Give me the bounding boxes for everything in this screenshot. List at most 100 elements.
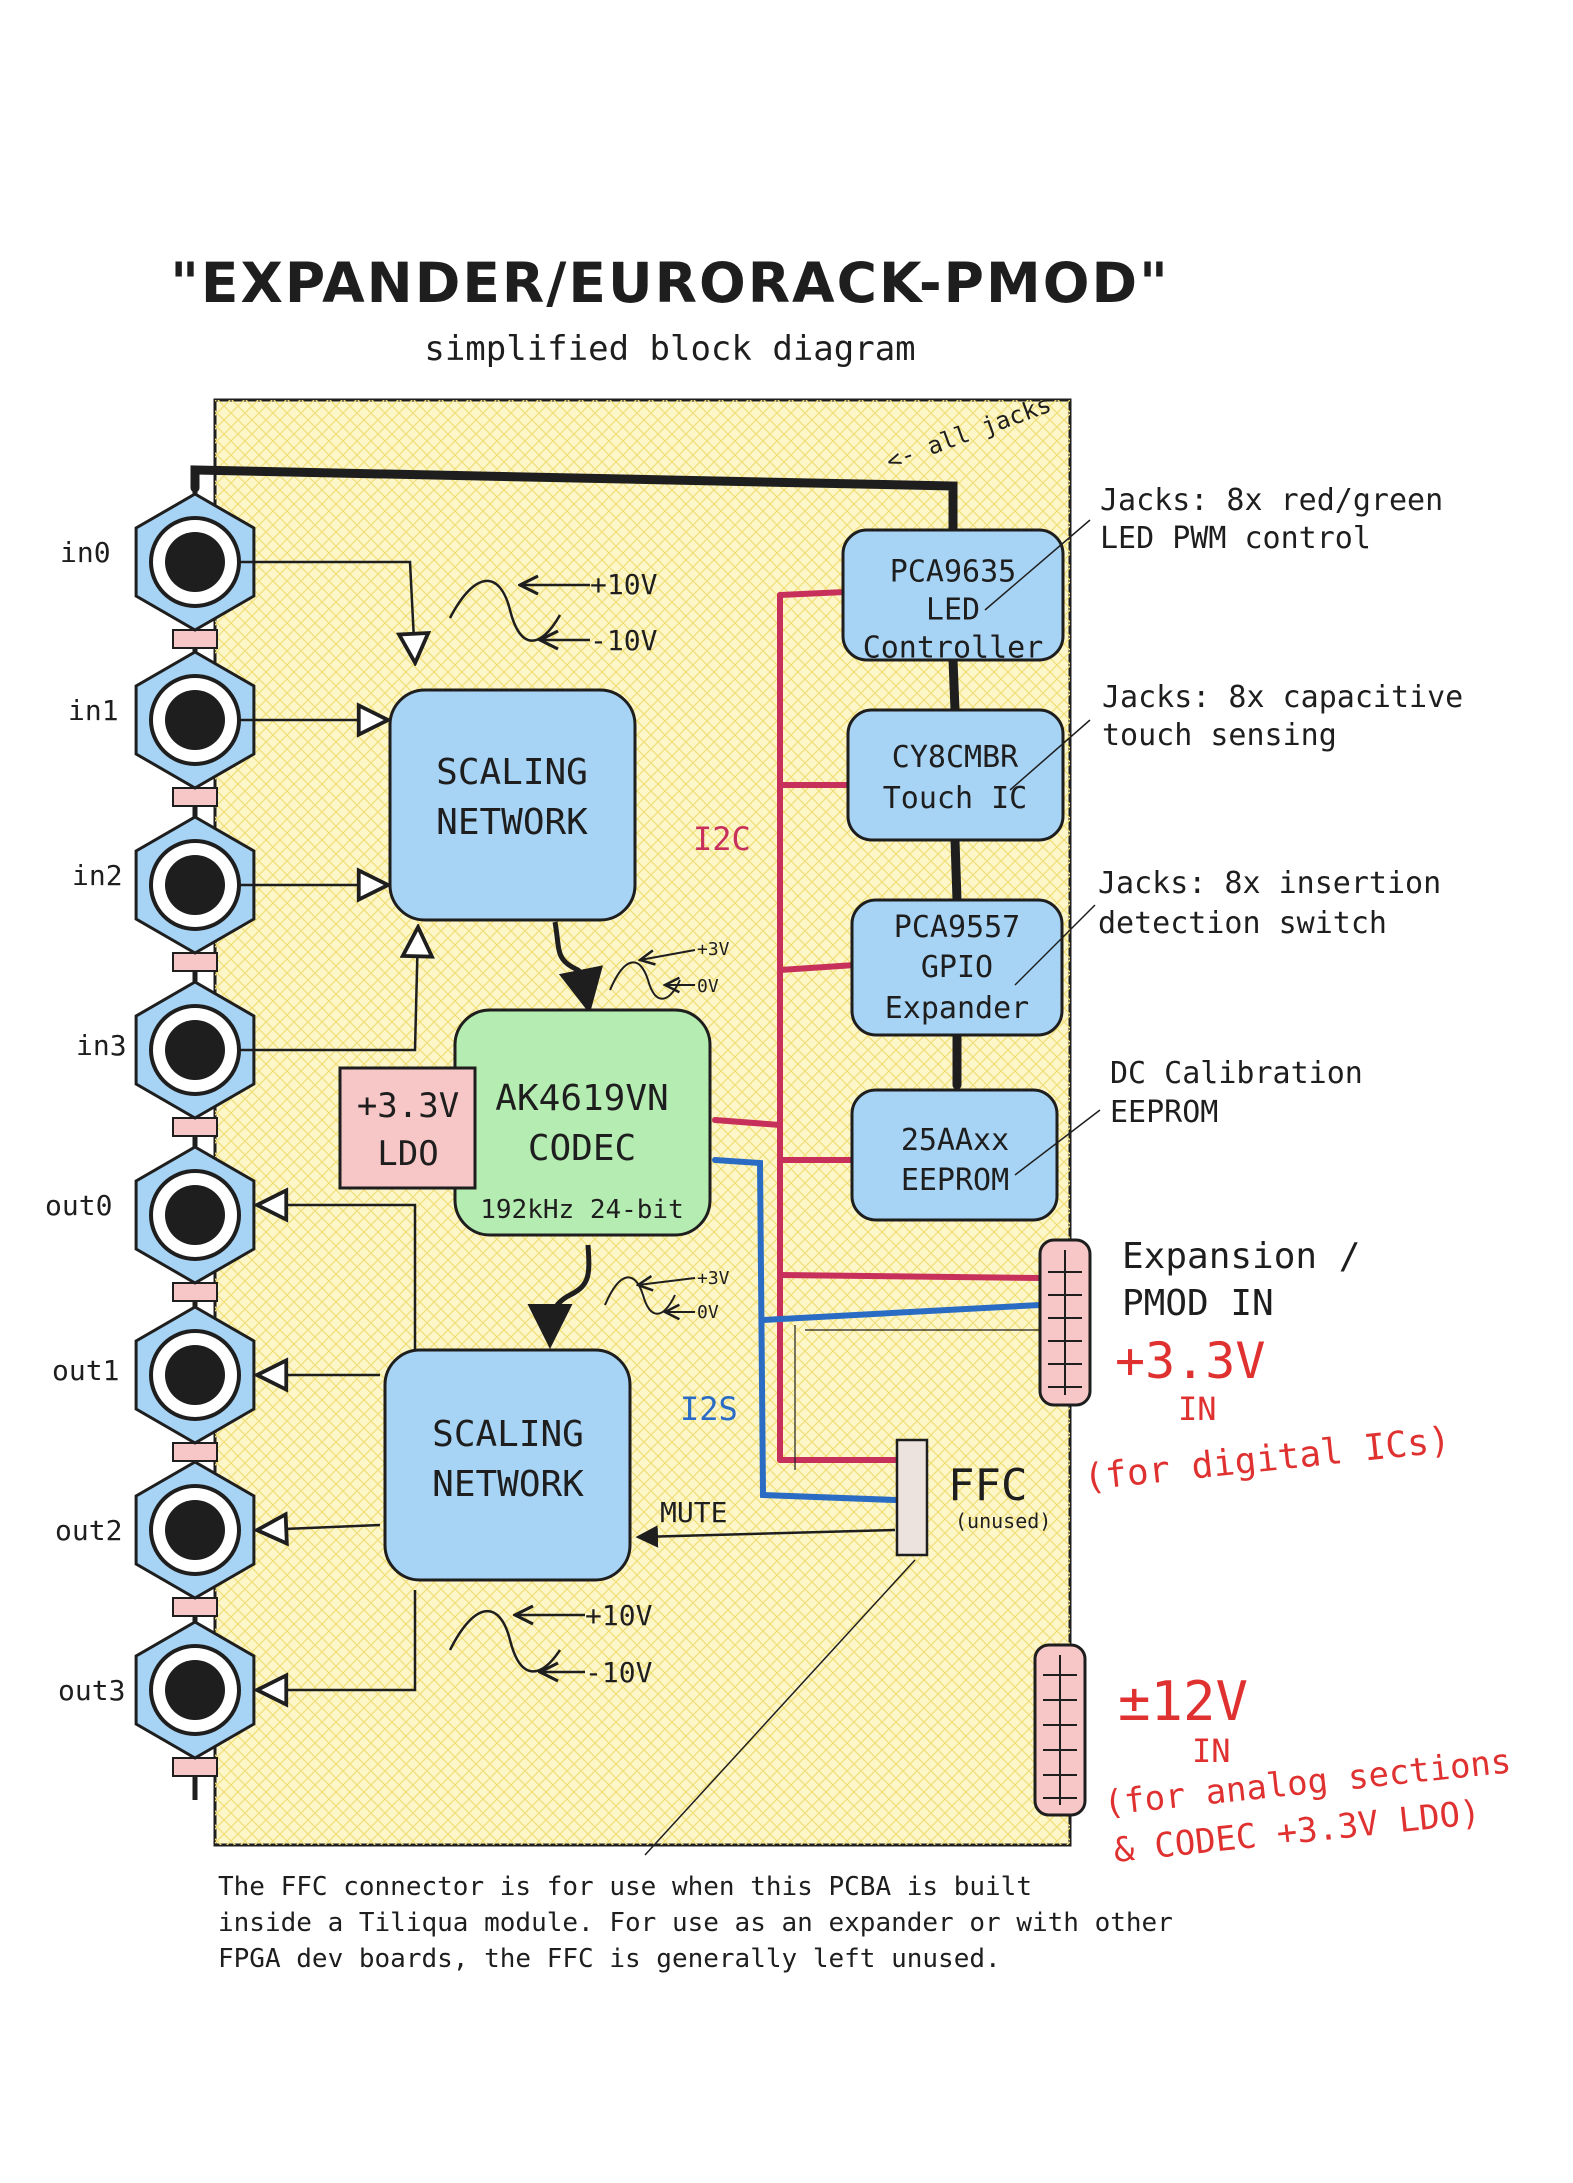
power-12-in: IN <box>1192 1732 1231 1770</box>
output-jack-label-0: out0 <box>45 1189 112 1222</box>
jack-led <box>172 1117 218 1137</box>
ffc-label: FFC <box>948 1460 1027 1511</box>
touch-ic-block: CY8CMBR Touch IC <box>846 708 1065 842</box>
annotation-touch-1: Jacks: 8x capacitive <box>1102 680 1463 715</box>
led-line1: PCA9635 <box>890 555 1016 590</box>
annotation-eeprom-2: EEPROM <box>1110 1095 1218 1130</box>
jack-hole <box>165 1660 225 1720</box>
scaling-out-line1: SCALING <box>432 1414 584 1455</box>
scaling-to-codec-arrow <box>552 921 604 1014</box>
power-12-voltage: ±12V <box>1118 1670 1248 1733</box>
jack-led <box>172 629 218 649</box>
all-jacks-bus <box>190 465 958 540</box>
codec-in-zero: 0V <box>697 976 719 997</box>
annotation-expansion-2: PMOD IN <box>1122 1283 1274 1324</box>
i2s-bus <box>712 1157 1043 1503</box>
scaling-network-output: SCALING NETWORK <box>383 1348 632 1582</box>
output-jack-label-3: out3 <box>58 1674 125 1707</box>
jack-hole <box>165 1020 225 1080</box>
gpio-line1: PCA9557 <box>894 910 1020 945</box>
gpio-line2: GPIO <box>921 950 993 985</box>
led-controller-block: PCA9635 LED Controller <box>841 528 1065 666</box>
input-jack-label-0: in0 <box>60 536 111 569</box>
jack-hole <box>165 1500 225 1560</box>
ffc-connector: FFC (unused) <box>895 1438 1051 1557</box>
input-range-minus: -10V <box>590 624 658 657</box>
scaling-network-input: SCALING NETWORK <box>388 688 637 922</box>
codec-line1: AK4619VN <box>495 1078 668 1119</box>
codec-out-voltage-range <box>604 1277 696 1313</box>
jack-led <box>172 1597 218 1617</box>
output-jack-3: out3 <box>58 1620 256 1777</box>
annotation-gpio-2: detection switch <box>1098 906 1387 941</box>
codec-out-zero: 0V <box>697 1302 719 1323</box>
output-voltage-range <box>448 1611 585 1672</box>
i2c-label: I2C <box>693 820 751 858</box>
eeprom-line1: 25AAxx <box>901 1123 1009 1158</box>
jack-hole <box>165 690 225 750</box>
jack-led <box>172 787 218 807</box>
output-range-plus: +10V <box>585 1599 653 1632</box>
jack-hole <box>165 855 225 915</box>
jack-led <box>172 1282 218 1302</box>
ldo-line1: +3.3V <box>357 1086 459 1126</box>
eeprom-block: 25AAxx EEPROM <box>850 1088 1059 1222</box>
scaling-out-line2: NETWORK <box>432 1464 584 1505</box>
mute-line <box>635 1525 896 1548</box>
footnote-line2: inside a Tiliqua module. For use as an e… <box>218 1908 1173 1938</box>
output-range-minus: -10V <box>585 1656 653 1689</box>
footnote-line1: The FFC connector is for use when this P… <box>218 1872 1032 1902</box>
input-jack-2: in2 <box>72 815 256 972</box>
i2c-bus <box>712 589 1043 1463</box>
annotation-leaders <box>644 519 1101 1856</box>
jack-led <box>172 952 218 972</box>
power-12v-connector <box>1033 1643 1087 1817</box>
jack-led <box>172 1442 218 1462</box>
pmod-connector <box>1038 1238 1092 1407</box>
codec-line3: 192kHz 24-bit <box>480 1195 684 1225</box>
annotation-led-2: LED PWM control <box>1100 521 1371 556</box>
led-line3: Controller <box>863 631 1044 666</box>
annotation-eeprom-1: DC Calibration <box>1110 1056 1363 1091</box>
touch-line2: Touch IC <box>883 781 1028 816</box>
touch-line1: CY8CMBR <box>892 740 1019 775</box>
output-jack-2: out2 <box>55 1460 256 1617</box>
output-wires <box>260 1205 417 1690</box>
annotation-led-1: Jacks: 8x red/green <box>1100 483 1443 518</box>
input-range-plus: +10V <box>590 568 658 601</box>
gpio-expander-block: PCA9557 GPIO Expander <box>850 898 1064 1037</box>
diagram-subtitle: simplified block diagram <box>424 329 915 369</box>
codec-block: AK4619VN CODEC 192kHz 24-bit <box>453 1008 712 1237</box>
output-jack-0: out0 <box>45 1145 256 1302</box>
scaling-in-line1: SCALING <box>436 752 588 793</box>
input-jack-label-2: in2 <box>72 859 123 892</box>
eeprom-line2: EEPROM <box>901 1163 1009 1198</box>
power-33-in: IN <box>1178 1390 1217 1428</box>
i2s-label: I2S <box>680 1390 738 1428</box>
codec-in-plus: +3V <box>697 939 730 960</box>
annotation-gpio-1: Jacks: 8x insertion <box>1098 866 1441 901</box>
input-jack-label-1: in1 <box>68 694 119 727</box>
scaling-in-line2: NETWORK <box>436 802 588 843</box>
annotation-expansion-1: Expansion / <box>1122 1236 1360 1277</box>
codec-to-scaling-arrow <box>527 1244 592 1349</box>
power-33-voltage: +3.3V <box>1115 1332 1266 1390</box>
codec-in-voltage-range <box>609 949 696 1000</box>
gpio-line3: Expander <box>885 991 1030 1026</box>
jack-hole <box>165 1185 225 1245</box>
input-jack-3: in3 <box>76 980 256 1137</box>
output-jack-label-1: out1 <box>52 1354 119 1387</box>
led-line2: LED <box>926 593 980 628</box>
ldo-line2: LDO <box>377 1134 438 1174</box>
input-jack-label-3: in3 <box>76 1029 127 1062</box>
power-33-note: (for digital ICs) <box>1082 1420 1453 1499</box>
codec-line2: CODEC <box>528 1128 636 1169</box>
ffc-note: (unused) <box>955 1509 1051 1533</box>
ldo-block: +3.3V LDO <box>338 1066 477 1190</box>
diagram-title: "EXPANDER/EURORACK-PMOD" <box>170 251 1170 315</box>
jack-hole <box>165 532 225 592</box>
jack-hole <box>165 1345 225 1405</box>
mute-label: MUTE <box>660 1496 727 1529</box>
footnote-line3: FPGA dev boards, the FFC is generally le… <box>218 1944 1001 1974</box>
jack-led <box>172 1757 218 1777</box>
